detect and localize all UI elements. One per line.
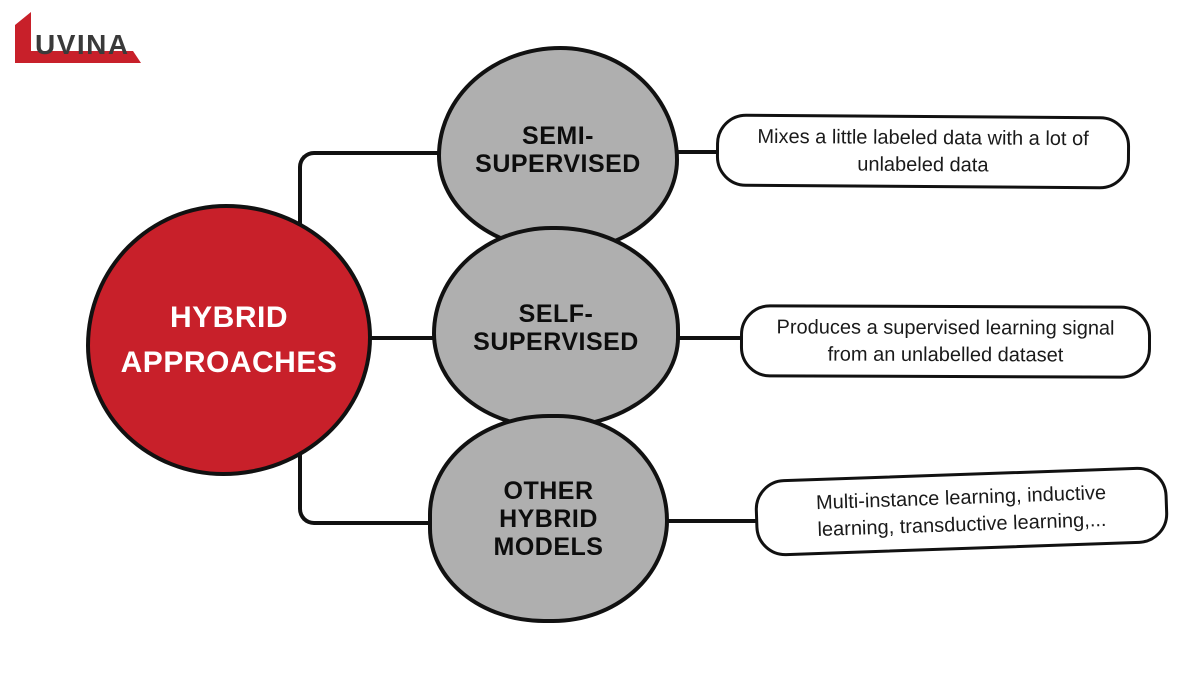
node-self-supervised: SELF- SUPERVISED <box>432 226 680 429</box>
node-other-hybrid-models: OTHER HYBRID MODELS <box>428 414 669 623</box>
logo-text: UVINA <box>35 29 130 60</box>
node-semi-supervised: SEMI- SUPERVISED <box>437 46 679 253</box>
root-node-label-line: APPROACHES <box>120 346 338 379</box>
callout-text: Multi-instance learning, inductive learn… <box>815 481 1107 541</box>
callout-other-hybrid-models: Multi-instance learning, inductive learn… <box>753 465 1170 558</box>
node-label-line: SEMI- <box>522 121 594 150</box>
callout-semi-supervised: Mixes a little labeled data with a lot o… <box>715 113 1131 190</box>
node-label-line: SUPERVISED <box>475 149 641 178</box>
callout-text: Mixes a little labeled data with a lot o… <box>757 125 1089 176</box>
connector-root-to-other-hybrid <box>298 452 434 525</box>
node-label-line: HYBRID <box>499 504 598 533</box>
connector-root-to-self-supervised <box>368 336 440 340</box>
node-label-line: SELF- <box>518 299 594 328</box>
node-label-line: SUPERVISED <box>473 327 639 356</box>
connector-root-to-semi-supervised <box>298 151 438 225</box>
connector-semi-supervised-to-callout <box>674 150 720 154</box>
node-label-line: MODELS <box>493 532 604 561</box>
callout-self-supervised: Produces a supervised learning signal fr… <box>739 304 1152 379</box>
root-node-label-line: HYBRID <box>169 301 288 334</box>
connector-self-supervised-to-callout <box>676 336 744 340</box>
connector-other-hybrid-to-callout <box>662 519 759 523</box>
callout-text: Produces a supervised learning signal fr… <box>776 315 1115 366</box>
luvina-logo: UVINA <box>15 12 141 63</box>
logo-l-shape-icon <box>15 12 141 63</box>
root-node-hybrid-approaches: HYBRID APPROACHES <box>86 204 372 476</box>
node-label-line: OTHER <box>503 476 594 505</box>
